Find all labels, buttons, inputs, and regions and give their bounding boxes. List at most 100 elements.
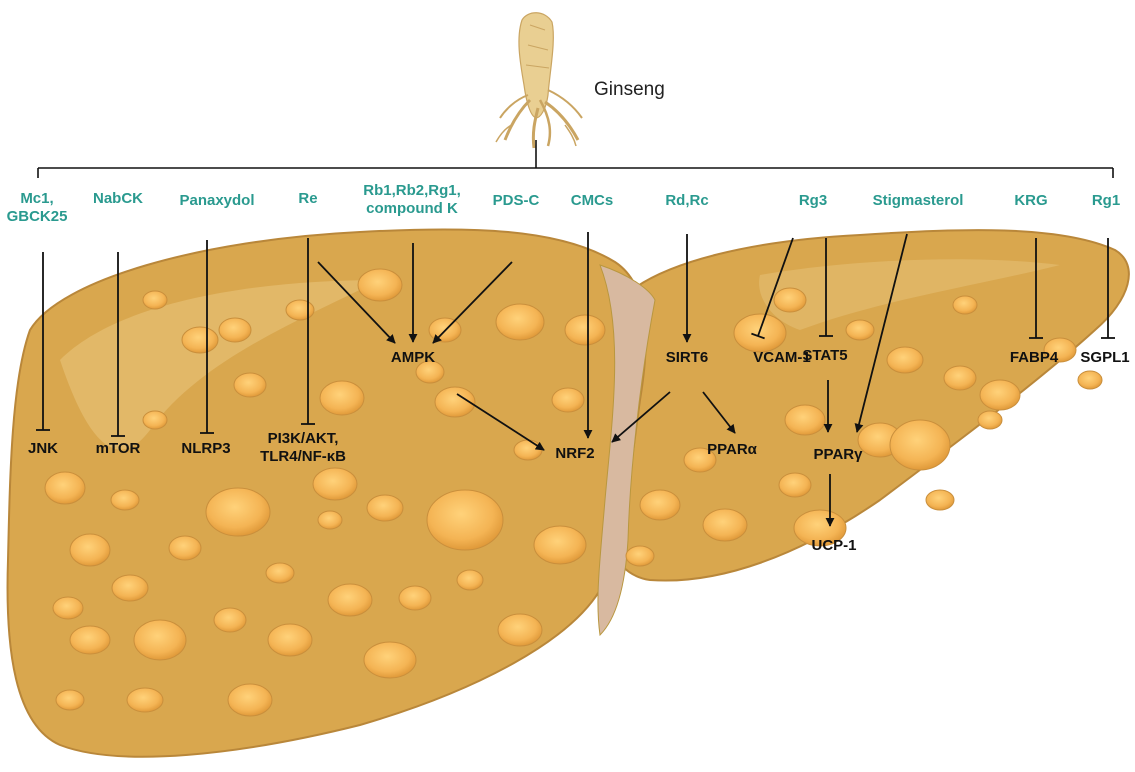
- fat-droplet: [626, 546, 654, 566]
- fat-droplet: [313, 468, 357, 500]
- label-line: GBCK25: [7, 208, 68, 225]
- target-label-ucp1: UCP-1: [811, 537, 856, 554]
- compound-label-cmcs: CMCs: [571, 192, 614, 209]
- fat-droplet: [367, 495, 403, 521]
- label-line: SGPL1: [1080, 349, 1129, 366]
- fat-droplet: [182, 327, 218, 353]
- target-label-ampk: AMPK: [391, 349, 435, 366]
- compound-label-stigmasterol: Stigmasterol: [873, 192, 964, 209]
- label-line: SIRT6: [666, 349, 709, 366]
- label-line: NRF2: [555, 445, 594, 462]
- label-line: PPARγ: [814, 446, 864, 463]
- target-label-nrf2: NRF2: [555, 445, 594, 462]
- fat-droplet: [266, 563, 294, 583]
- fat-droplet: [953, 296, 977, 314]
- target-label-sirt6: SIRT6: [666, 349, 709, 366]
- compound-label-panaxydol: Panaxydol: [179, 192, 254, 209]
- fat-droplet: [846, 320, 874, 340]
- fat-droplet: [228, 684, 272, 716]
- fat-droplet: [457, 570, 483, 590]
- compound-label-re: Re: [298, 190, 317, 207]
- label-line: PDS-C: [493, 192, 540, 209]
- label-line: Stigmasterol: [873, 192, 964, 209]
- label-line: CMCs: [571, 192, 614, 209]
- label-line: Re: [298, 190, 317, 207]
- liver-icon: [8, 229, 1129, 756]
- label-line: PPARα: [707, 441, 758, 458]
- fat-droplet: [169, 536, 201, 560]
- target-label-pparg: PPARγ: [814, 446, 864, 463]
- fat-droplet: [496, 304, 544, 340]
- label-line: compound K: [366, 200, 458, 217]
- target-label-pi3k: PI3K/AKT,TLR4/NF-κB: [260, 430, 346, 465]
- label-line: Rg1: [1092, 192, 1120, 209]
- target-label-ppara: PPARα: [707, 441, 758, 458]
- target-label-jnk: JNK: [28, 440, 58, 457]
- target-label-mtor: mTOR: [96, 440, 141, 457]
- fat-droplet: [214, 608, 246, 632]
- compound-label-nabck: NabCK: [93, 190, 143, 207]
- fat-droplet: [358, 269, 402, 301]
- fat-droplet: [703, 509, 747, 541]
- fat-droplet: [127, 688, 163, 712]
- fat-droplet: [286, 300, 314, 320]
- target-label-sgpl1: SGPL1: [1080, 349, 1129, 366]
- compound-label-rb1: Rb1,Rb2,Rg1,compound K: [363, 182, 461, 217]
- fat-droplet: [944, 366, 976, 390]
- label-line: Rd,Rc: [665, 192, 708, 209]
- label-line: NLRP3: [181, 440, 230, 457]
- fat-droplet: [320, 381, 364, 415]
- label-line: KRG: [1014, 192, 1047, 209]
- compound-label-rg3: Rg3: [799, 192, 827, 209]
- fat-droplet: [640, 490, 680, 520]
- fat-droplet: [552, 388, 584, 412]
- label-line: FABP4: [1010, 349, 1059, 366]
- compound-label-rdrc: Rd,Rc: [665, 192, 708, 209]
- label-line: mTOR: [96, 440, 141, 457]
- target-label-nlrp3: NLRP3: [181, 440, 230, 457]
- fat-droplet: [143, 291, 167, 309]
- compound-label-rg1: Rg1: [1092, 192, 1120, 209]
- fat-droplet: [111, 490, 139, 510]
- fat-droplet: [112, 575, 148, 601]
- fat-droplet: [534, 526, 586, 564]
- label-line: JNK: [28, 440, 58, 457]
- fat-droplet: [565, 315, 605, 345]
- fat-droplet: [328, 584, 372, 616]
- fat-droplet: [514, 440, 542, 460]
- target-label-stat5: STAT5: [802, 347, 847, 364]
- fat-droplet: [143, 411, 167, 429]
- fat-droplet: [399, 586, 431, 610]
- fat-droplet: [56, 690, 84, 710]
- fat-droplet: [926, 490, 954, 510]
- fat-droplet: [779, 473, 811, 497]
- fat-droplet: [268, 624, 312, 656]
- label-line: NabCK: [93, 190, 143, 207]
- fat-droplet: [774, 288, 806, 312]
- label-line: Rb1,Rb2,Rg1,: [363, 182, 461, 199]
- compound-label-pdsc: PDS-C: [493, 192, 540, 209]
- fat-droplet: [45, 472, 85, 504]
- fat-droplet: [134, 620, 186, 660]
- label-line: UCP-1: [811, 537, 856, 554]
- fat-droplet: [53, 597, 83, 619]
- fat-droplet: [206, 488, 270, 536]
- label-line: TLR4/NF-κB: [260, 448, 346, 465]
- fat-droplet: [785, 405, 825, 435]
- label-line: Mc1,: [20, 190, 53, 207]
- fat-droplet: [427, 490, 503, 550]
- fat-droplet: [890, 420, 950, 470]
- fat-droplet: [234, 373, 266, 397]
- fat-droplet: [887, 347, 923, 373]
- label-line: PI3K/AKT,: [268, 430, 339, 447]
- ginseng-root-icon: [496, 13, 582, 148]
- compound-label-mc1: Mc1,GBCK25: [7, 190, 68, 225]
- fat-droplet: [498, 614, 542, 646]
- fat-droplet: [980, 380, 1020, 410]
- label-line: STAT5: [802, 347, 847, 364]
- diagram-title: Ginseng: [594, 79, 665, 100]
- fat-droplet: [219, 318, 251, 342]
- label-line: Panaxydol: [179, 192, 254, 209]
